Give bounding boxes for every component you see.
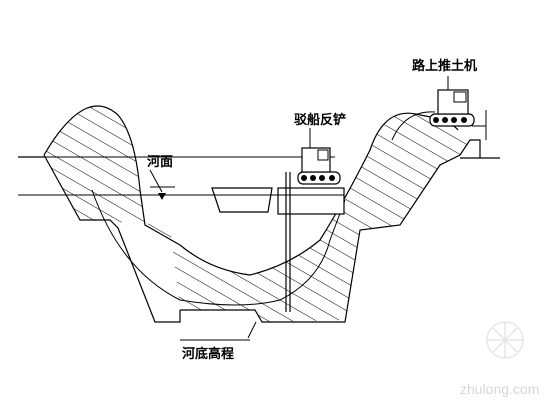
soil-section (44, 106, 470, 322)
designed-channel-bottom (180, 139, 500, 323)
land-excavator-boom-arc (391, 111, 436, 141)
leader-water-surface (149, 169, 163, 193)
water-surface-label: 河面 (147, 154, 173, 170)
riverbed-elevation-label: 河底高程 (182, 346, 234, 362)
water-level-marker-icon (150, 186, 175, 200)
barge-icon (211, 187, 273, 213)
land-bulldozer-icon (429, 89, 487, 140)
watermark-text: zhulong.com (460, 381, 539, 397)
excavation-outline (43, 105, 459, 276)
dredge-curve (91, 189, 346, 306)
leader-riverbed-elevation (247, 321, 257, 339)
land-excavator-label: 路上推土机 (412, 58, 477, 74)
barge-excavator-icon (277, 147, 345, 312)
boat-excavator-label: 驳船反铲 (294, 112, 346, 128)
watermark-logo-icon (486, 321, 524, 359)
